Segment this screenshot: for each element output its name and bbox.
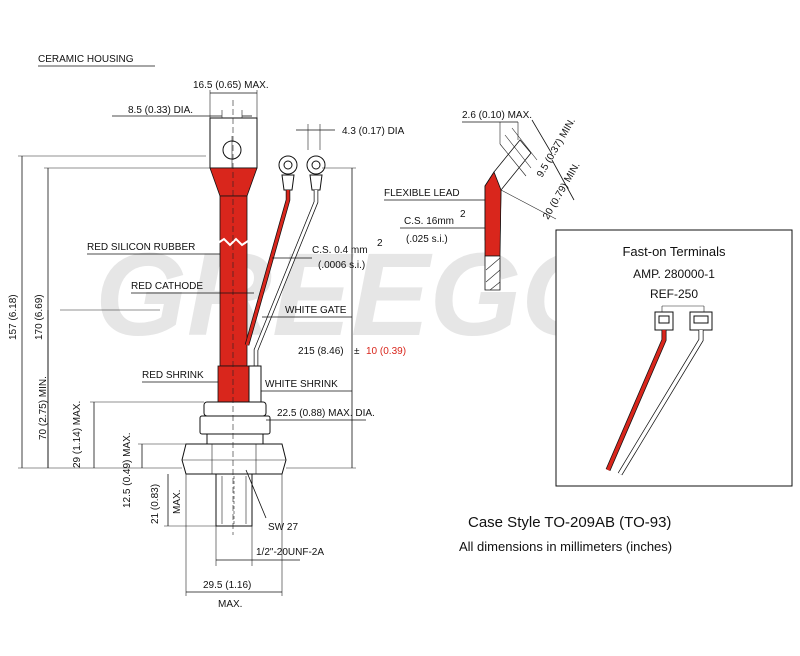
dim-top-width: 16.5 (0.65) MAX.	[193, 80, 269, 91]
red-silicon-rubber	[219, 195, 248, 367]
label-cs-04-in: (.0006 s.i.)	[318, 260, 365, 271]
dim-lead-pm: ±	[354, 346, 360, 357]
label-white-gate: WHITE GATE	[285, 305, 347, 316]
ceramic-housing	[203, 401, 267, 417]
lead-width: 2.6 (0.10) MAX.	[462, 110, 532, 121]
dim-157: 157 (6.18)	[8, 294, 19, 340]
label-red-silicon-rubber: RED SILICON RUBBER	[87, 242, 195, 253]
label-cs-04-sup: 2	[377, 238, 383, 249]
label-flexible-lead: FLEXIBLE LEAD	[384, 188, 460, 199]
white-shrink	[248, 365, 262, 403]
dim-lead-len: 215 (8.46)	[298, 346, 344, 357]
dim-body-dia: 22.5 (0.88) MAX. DIA.	[277, 408, 375, 419]
fast-on-amp: AMP. 280000-1	[633, 267, 715, 281]
dim-width-max: MAX.	[218, 599, 242, 610]
dim-21-max: MAX.	[172, 490, 183, 514]
dim-170: 170 (6.69)	[34, 294, 45, 340]
case-style-caption: Case Style TO-209AB (TO-93)	[468, 514, 671, 531]
fast-on-red-lead	[606, 330, 666, 471]
red-cable-taper	[209, 167, 258, 197]
ceramic-housing-label: CERAMIC HOUSING	[38, 54, 134, 65]
flexible-lead-red	[484, 171, 502, 257]
label-red-cathode: RED CATHODE	[131, 281, 203, 292]
hex-nut	[181, 443, 287, 475]
label-cs-16-sup: 2	[460, 209, 466, 220]
dim-12-5: 12.5 (0.49) MAX.	[122, 432, 133, 508]
dim-hole-dia: 8.5 (0.33) DIA.	[128, 105, 193, 116]
red-cathode-lead	[245, 190, 290, 346]
label-white-shrink: WHITE SHRINK	[265, 379, 338, 390]
fast-on-white-lead	[618, 330, 703, 475]
dim-width-29-5: 29.5 (1.16)	[203, 580, 251, 591]
dim-lead-tol: 10 (0.39)	[366, 346, 406, 357]
red-shrink	[217, 365, 250, 403]
label-cs-16-in: (.025 s.i.)	[406, 234, 448, 245]
dim-29: 29 (1.14) MAX.	[72, 401, 83, 468]
dims-note: All dimensions in millimeters (inches)	[459, 539, 672, 554]
fast-on-box	[555, 229, 793, 487]
white-gate-lead	[254, 190, 318, 366]
label-cs-04: C.S. 0.4 mm	[312, 245, 368, 256]
dim-sw: SW 27	[268, 522, 298, 533]
fast-on-title: Fast-on Terminals	[622, 244, 726, 259]
dim-ring-dia: 4.3 (0.17) DIA	[342, 126, 405, 137]
dim-thread: 1/2"-20UNF-2A	[256, 547, 324, 558]
label-cs-16: C.S. 16mm	[404, 216, 454, 227]
dim-70: 70 (2.75) MIN.	[38, 376, 49, 440]
label-red-shrink: RED SHRINK	[142, 370, 204, 381]
dim-21: 21 (0.83)	[150, 484, 161, 524]
fast-on-ref: REF-250	[650, 287, 698, 301]
